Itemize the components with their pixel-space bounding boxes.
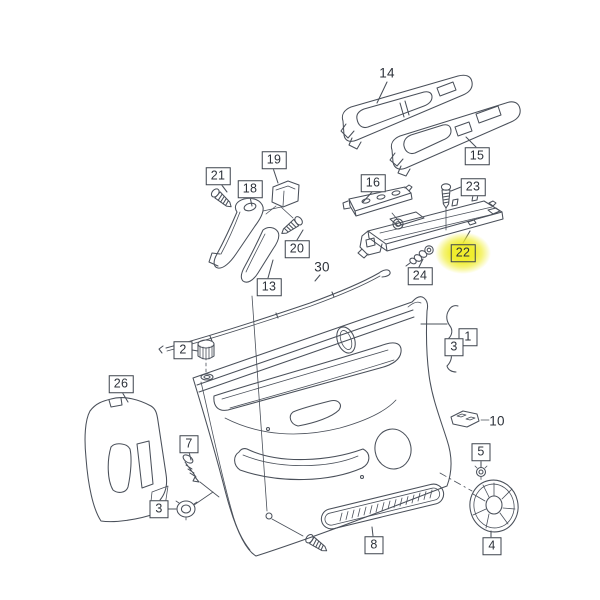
part-speaker-grille-8: [320, 483, 445, 530]
callout-5[interactable]: 5: [471, 443, 491, 461]
callout-10[interactable]: 10: [489, 413, 505, 429]
callout-15[interactable]: 15: [464, 147, 490, 165]
callout-19[interactable]: 19: [261, 151, 287, 169]
callout-4[interactable]: 4: [482, 537, 502, 555]
callout-23[interactable]: 23: [460, 178, 486, 196]
part-grommet-3-left: [175, 491, 214, 521]
part-window-switch-bezel-15: [389, 101, 521, 177]
callout-2[interactable]: 2: [173, 341, 193, 359]
callout-7[interactable]: 7: [179, 435, 199, 453]
part-switch-carrier-22: [357, 193, 504, 259]
callout-22-selected[interactable]: 22: [450, 244, 476, 262]
callout-24[interactable]: 24: [407, 267, 433, 285]
part-loudspeaker-4: [439, 472, 519, 533]
callout-21[interactable]: 21: [205, 167, 231, 185]
part-clip-7: [182, 454, 220, 498]
part-window-switch-bezel-14: [340, 74, 473, 150]
callout-16[interactable]: 16: [360, 174, 386, 192]
highlight-marker-22: [435, 232, 491, 274]
callout-8[interactable]: 8: [364, 536, 384, 554]
callout-30[interactable]: 30: [314, 259, 330, 275]
part-door-trim-panel-1: [192, 295, 452, 557]
leader-lines: [121, 81, 492, 538]
callout-13[interactable]: 13: [256, 278, 282, 296]
part-handle-trim-13: [240, 227, 280, 283]
part-rod-30: [158, 269, 391, 354]
part-screw-23: [440, 183, 452, 209]
part-lock-knob-2: [197, 339, 215, 381]
callout-3-left[interactable]: 3: [149, 500, 169, 518]
part-clip-10: [450, 410, 490, 428]
callout-20[interactable]: 20: [284, 240, 310, 258]
part-clip-19: [265, 180, 300, 215]
callout-18[interactable]: 18: [237, 180, 263, 198]
part-screw-21: [209, 186, 235, 211]
part-nut-5: [474, 465, 488, 480]
callout-3-right[interactable]: 3: [444, 338, 464, 356]
part-spring-screw-24: [405, 245, 434, 267]
part-pull-handle-18: [208, 197, 294, 269]
callout-26[interactable]: 26: [108, 375, 134, 393]
part-screw-lower: [303, 532, 330, 556]
callout-14[interactable]: 14: [379, 65, 395, 81]
